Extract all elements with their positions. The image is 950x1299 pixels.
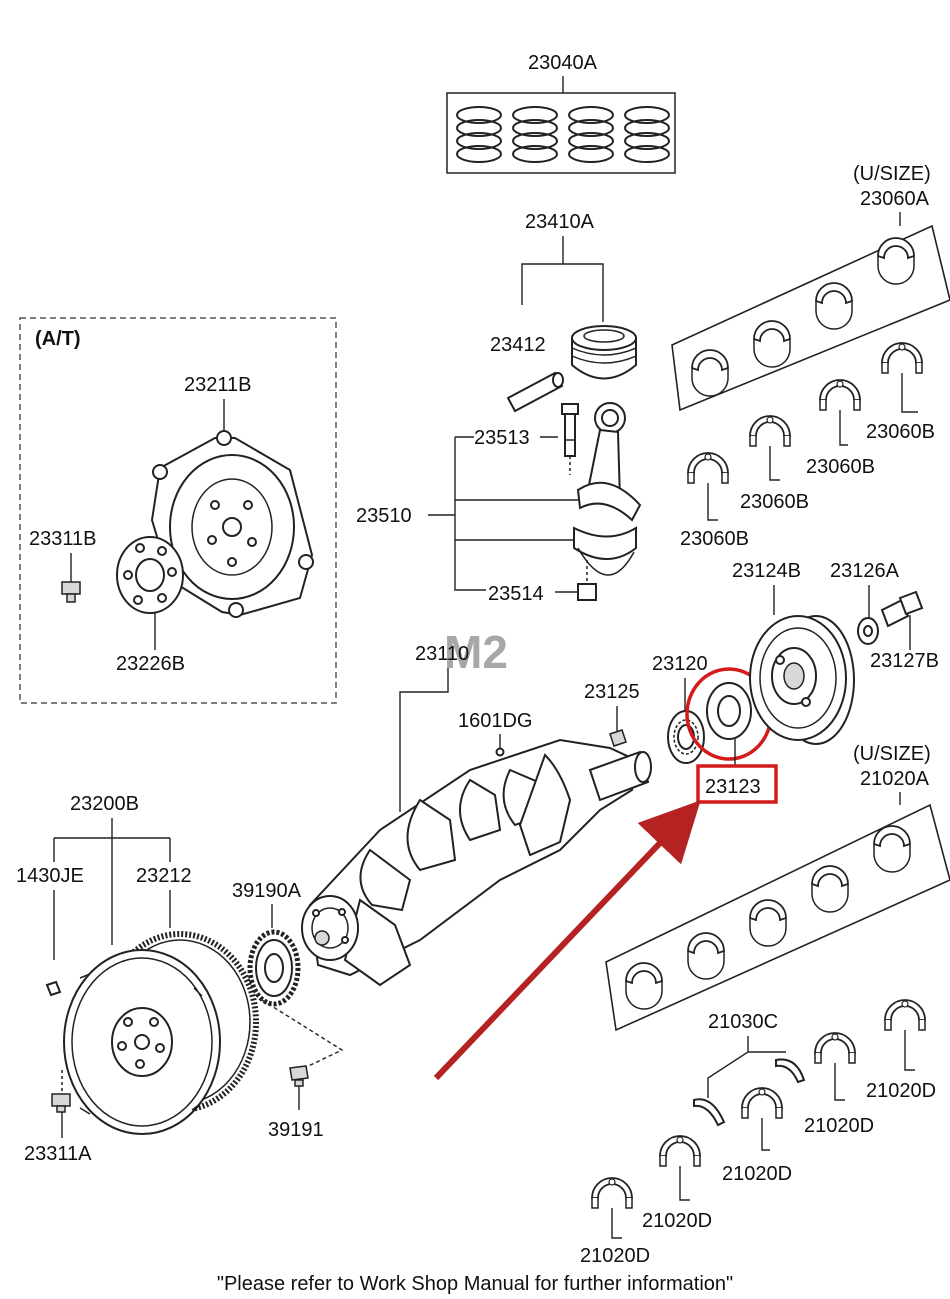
pulley-icon	[749, 615, 855, 745]
main-bearings-group: (U/SIZE) 21020A 21030C 21020D 21020D 210…	[580, 743, 950, 1267]
crankshaft-group: 23110 23125 1601DG	[301, 643, 652, 987]
rod-nut-icon	[577, 560, 597, 601]
sprocket-group: 23120 23123	[433, 653, 778, 1081]
flywheel-group: 23200B 1430JE 23212 23311A	[16, 793, 259, 1165]
label-piston-rings: 23040A	[528, 52, 598, 74]
rod-bolt-icon	[561, 403, 579, 475]
seal-icon	[706, 682, 752, 740]
piston-rings-group: 23040A	[446, 52, 676, 174]
label-main-bearing-3: 21020D	[722, 1163, 792, 1185]
label-main-bearing-5: 21020D	[580, 1245, 650, 1267]
label-usize-top: (U/SIZE)	[853, 163, 931, 185]
label-flywheel-bolt: 23311A	[24, 1143, 92, 1165]
label-plug: 1601DG	[458, 710, 533, 732]
main-bearing-icon	[659, 1135, 701, 1167]
label-rod-bearing-3: 23060B	[740, 491, 809, 513]
rod-bearings-panel	[671, 224, 950, 412]
label-crankshaft: 23110	[415, 643, 469, 665]
plug-icon	[495, 747, 505, 757]
label-sprocket-bolt: 39191	[268, 1119, 324, 1141]
label-main-bearing-4: 21020D	[642, 1210, 712, 1232]
label-pulley-bolt: 23127B	[870, 650, 939, 672]
con-rod-group: 23513 23510 23514	[356, 402, 642, 605]
key-icon	[609, 729, 627, 747]
main-bearing-icon	[591, 1177, 633, 1209]
label-usize-bottom: (U/SIZE)	[853, 743, 931, 765]
pointer-arrow	[433, 800, 701, 1081]
label-rod-bolt: 23513	[474, 427, 530, 449]
label-washer: 23126A	[830, 560, 900, 582]
main-bearing-icon	[884, 999, 926, 1031]
at-drive-plate-group: (A/T) 23211B 23311B	[19, 317, 337, 704]
flywheel-bolt-icon	[51, 1070, 71, 1113]
rod-bearing-icon	[881, 342, 923, 374]
thrust-washer-icon	[693, 1058, 806, 1127]
label-main-bearing-set: 21020A	[860, 768, 930, 790]
rod-cap-icon	[573, 526, 637, 576]
label-main-bearing-1: 21020D	[866, 1080, 936, 1102]
label-crank-sprocket: 39190A	[232, 880, 302, 902]
crank-sprocket-icon	[247, 929, 301, 1007]
label-key: 23125	[584, 681, 640, 703]
rod-bearing-icon	[749, 415, 791, 447]
label-flywheel: 23200B	[70, 793, 139, 815]
label-at: (A/T)	[35, 328, 81, 350]
label-ring-gear: 23212	[136, 865, 192, 887]
rod-bearing-icon	[819, 379, 861, 411]
bolt-icon	[61, 581, 81, 603]
adapter-plate-icon	[116, 536, 184, 614]
crankshaft-icon	[301, 738, 652, 987]
piston-icon	[571, 325, 637, 380]
footer-note: "Please refer to Work Shop Manual for fu…	[217, 1273, 733, 1295]
pulley-group: 23124B 23126A 23127B	[732, 560, 939, 745]
label-rod-bearing-2: 23060B	[806, 456, 875, 478]
label-highlighted: 23123	[705, 776, 761, 798]
main-bearing-icon	[741, 1087, 783, 1119]
label-pulley: 23124B	[732, 560, 801, 582]
washer-icon	[857, 617, 879, 645]
label-drive-plate: 23211B	[184, 374, 251, 396]
watermark: M2	[444, 626, 508, 678]
label-con-rod: 23510	[356, 505, 412, 527]
label-rod-bearing-1: 23060B	[866, 421, 935, 443]
piston-pin-icon	[506, 371, 564, 413]
label-bolt-a: 23311B	[29, 528, 96, 550]
label-dowel: 1430JE	[16, 865, 84, 887]
rod-bearings-group: (U/SIZE) 23060A 23060B 23060B 23060B 230…	[671, 163, 950, 550]
rod-bearing-icon	[687, 452, 729, 484]
label-rod-nut: 23514	[488, 583, 544, 605]
label-rod-bearing-4: 23060B	[680, 528, 749, 550]
dowel-icon	[45, 980, 62, 997]
pulley-bolt-icon	[880, 590, 924, 628]
label-rod-bearing-set: 23060A	[860, 188, 930, 210]
sprocket-bolt-icon	[289, 1065, 309, 1087]
piston-assy-group: 23410A 23412	[490, 211, 637, 413]
label-thrust-washer: 21030C	[708, 1011, 778, 1033]
main-bearing-icon	[814, 1032, 856, 1064]
label-sprocket: 23120	[652, 653, 708, 675]
label-adapter-plate: 23226B	[116, 653, 185, 675]
main-bearings-panel	[605, 803, 950, 1032]
highlight-box	[696, 764, 778, 804]
crank-sprocket-group: 39190A 39191	[232, 880, 344, 1141]
label-main-bearing-2: 21020D	[804, 1115, 874, 1137]
con-rod-icon	[576, 402, 642, 522]
label-piston-assy: 23410A	[525, 211, 595, 233]
label-piston-pin: 23412	[490, 334, 546, 356]
flywheel-icon	[63, 949, 221, 1135]
